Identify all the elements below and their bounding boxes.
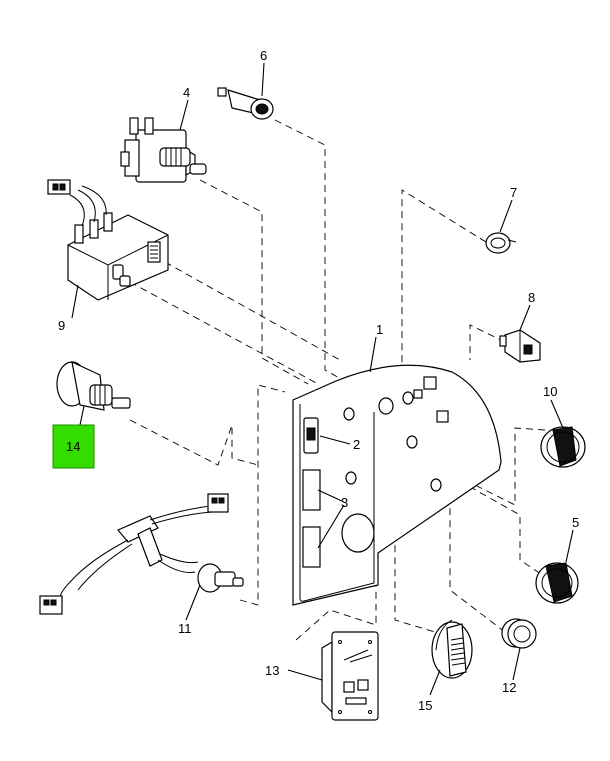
callout-5: 5 [572, 515, 579, 530]
callout-2: 2 [353, 437, 360, 452]
callout-6: 6 [260, 48, 267, 63]
rotary-knob-part [540, 426, 586, 468]
callout-9: 9 [58, 318, 65, 333]
callout-11: 11 [178, 621, 192, 636]
callout-13: 13 [265, 663, 279, 678]
switch-box-part [47, 179, 169, 301]
blank-plug-upper [302, 469, 321, 511]
callout-7: 7 [510, 185, 517, 200]
callout-1: 1 [376, 322, 383, 337]
blank-plug-lower [302, 526, 321, 568]
panel-assembly [292, 364, 502, 606]
toggle-switch-part [120, 117, 207, 183]
callout-12: 12 [502, 680, 516, 695]
gauge-module-part [321, 631, 379, 721]
callout-3: 3 [341, 495, 348, 510]
gauge-hole [341, 513, 375, 553]
pilot-light-part [485, 232, 517, 254]
indicator-lamp-part [217, 87, 274, 120]
callout-labels: 1 2 3 4 5 6 7 8 9 10 11 12 13 14 15 [58, 48, 579, 713]
callout-10: 10 [543, 384, 557, 399]
callout-8: 8 [528, 290, 535, 305]
callout-14[interactable]: 14 [66, 439, 80, 454]
selector-knob-part [431, 619, 473, 679]
push-knob-part [501, 618, 537, 649]
knob-part [535, 562, 579, 604]
wiring-harness-part [39, 493, 244, 615]
callout-14-highlight[interactable] [52, 424, 95, 469]
callout-15: 15 [418, 698, 432, 713]
small-rocker-part [499, 329, 541, 363]
callout-4: 4 [183, 85, 190, 100]
leader-lines [71, 62, 574, 696]
rotary-switch-part [56, 360, 131, 411]
